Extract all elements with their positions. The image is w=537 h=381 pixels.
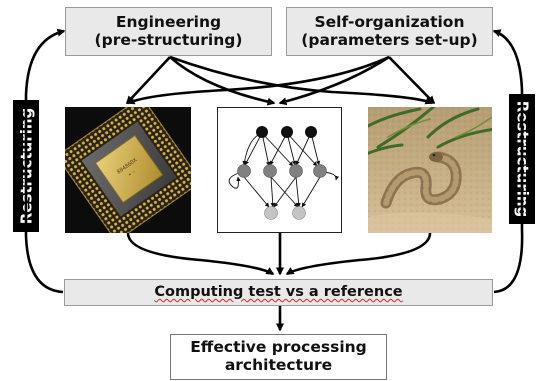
arrow-chip-to-test	[126, 232, 275, 276]
effective-architecture-box: Effective processing architecture	[170, 334, 387, 380]
restructuring-left-text: Restructuring	[17, 107, 36, 225]
self-organization-box: Self-organization (parameters set-up)	[286, 7, 493, 56]
neural-network-drawing	[228, 126, 340, 220]
hidden-neurons	[237, 164, 327, 178]
restructuring-right-text: Restructuring	[513, 100, 532, 218]
input-neurons	[256, 126, 317, 138]
arrow-eng-to-chip	[125, 56, 171, 105]
effective-architecture-line2: architecture	[224, 356, 333, 374]
arrow-self-to-snake	[388, 56, 436, 105]
restructuring-right-label: Restructuring	[509, 94, 535, 224]
microprocessor-chip-image: 80486DX ▪ ▫	[65, 107, 191, 233]
svg-text:▪ ▫: ▪ ▫	[127, 169, 136, 177]
snake-illustration	[368, 107, 492, 233]
neural-network-image	[217, 107, 342, 233]
engineering-subtitle: (pre-structuring)	[94, 30, 243, 49]
arrow-self-to-chip	[126, 55, 390, 105]
engineering-box: Engineering (pre-structuring)	[65, 7, 272, 56]
arrow-eng-to-net	[169, 56, 276, 106]
self-organization-title: Self-organization	[314, 12, 465, 31]
arrow-snake-to-test	[285, 232, 432, 276]
chip-illustration: 80486DX ▪ ▫	[65, 107, 191, 233]
computing-test-label: Computing test vs a reference	[154, 284, 403, 301]
computing-test-box: Computing test vs a reference	[64, 279, 493, 306]
engineering-title: Engineering	[115, 12, 222, 31]
effective-architecture-line1: Effective processing	[190, 338, 367, 357]
restructuring-left-label: Restructuring	[13, 100, 39, 232]
arrow-self-to-net	[278, 55, 390, 106]
snake-body	[380, 151, 462, 209]
arrow-eng-to-snake	[169, 55, 434, 105]
output-neurons	[264, 206, 306, 220]
self-organization-subtitle: (parameters set-up)	[301, 30, 478, 49]
snake-in-sand-image	[368, 107, 492, 233]
